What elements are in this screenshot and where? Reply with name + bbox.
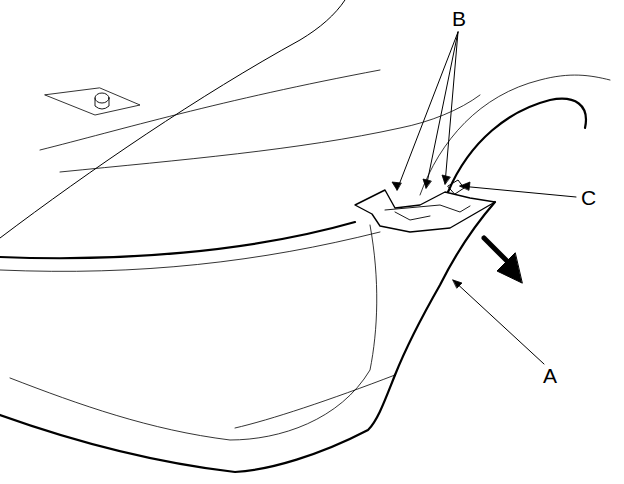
leader-line bbox=[453, 280, 544, 364]
bumper-lower bbox=[0, 375, 395, 472]
removal-arrow-head bbox=[497, 253, 522, 283]
washer-nozzle bbox=[95, 98, 109, 109]
washer-nozzle bbox=[95, 93, 109, 103]
leader-arrowhead bbox=[453, 280, 462, 288]
leader-line bbox=[426, 32, 458, 188]
removal-arrow bbox=[484, 238, 507, 261]
hood-line bbox=[60, 95, 480, 172]
bumper-bracket bbox=[355, 190, 495, 232]
callout-letter: C bbox=[581, 187, 596, 208]
bumper-crease bbox=[0, 232, 380, 271]
callout-letter: A bbox=[543, 365, 557, 386]
callout-letter: B bbox=[452, 8, 466, 29]
hood-line bbox=[40, 70, 380, 150]
bumper-crease bbox=[10, 225, 377, 440]
leader-line bbox=[397, 32, 458, 190]
leader-arrowhead bbox=[392, 175, 450, 190]
hood-edge bbox=[0, 0, 345, 238]
clip bbox=[385, 205, 470, 212]
wheel-arch bbox=[448, 99, 586, 192]
bumper-crease bbox=[235, 375, 395, 428]
leader-line bbox=[460, 186, 576, 197]
bumper-side bbox=[395, 202, 495, 375]
washer-base bbox=[45, 88, 140, 115]
bumper-upper-edge bbox=[0, 222, 355, 258]
clip bbox=[395, 212, 430, 220]
leader-line bbox=[445, 32, 458, 184]
leader-arrowhead bbox=[460, 182, 470, 190]
